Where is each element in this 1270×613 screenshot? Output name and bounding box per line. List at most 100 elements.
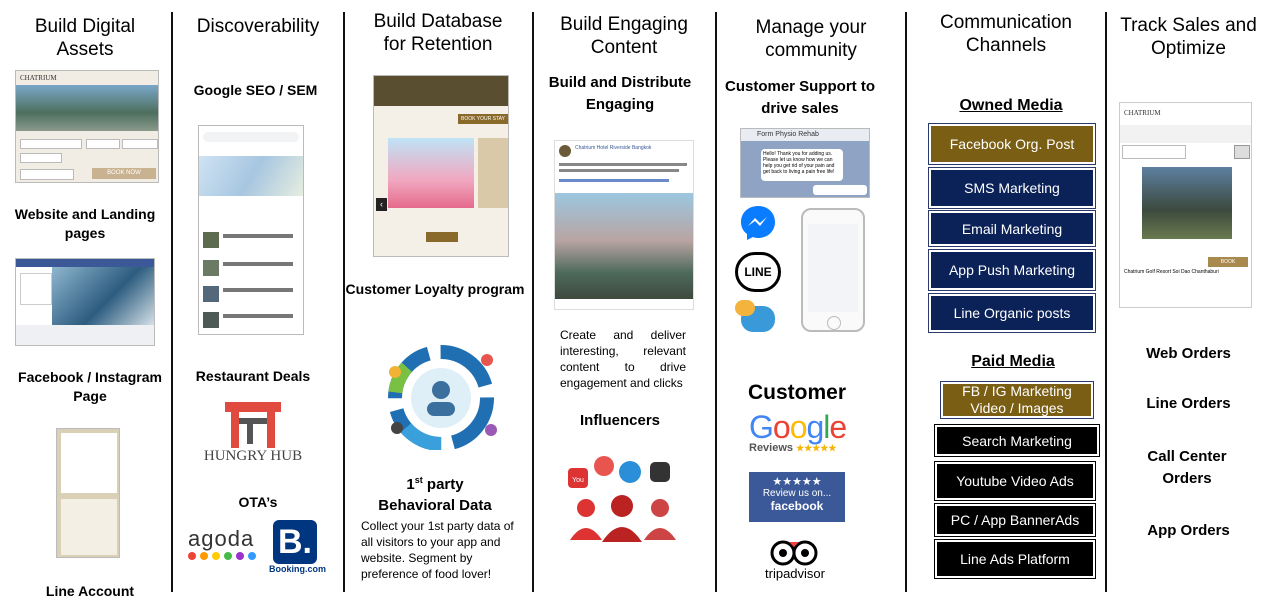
drink-photo [388, 138, 474, 208]
discount-code-field[interactable] [20, 169, 74, 180]
divider-2 [343, 12, 345, 592]
chat-header: Form Physio Rehab [741, 129, 869, 141]
map-view[interactable] [199, 156, 303, 196]
paid-media-heading: Paid Media [971, 353, 1055, 370]
google-maps-screenshot[interactable] [198, 125, 304, 335]
listing-text [223, 234, 293, 238]
order-line: Line Orders [1146, 395, 1231, 412]
line-rich-menu[interactable] [61, 499, 117, 555]
book-stay-button[interactable]: BOOK YOUR STAY [458, 114, 508, 124]
sort-select[interactable] [1122, 145, 1186, 159]
webchat-bubble-icon [735, 300, 755, 316]
column-manage-community: Manage your community Customer Support t… [717, 0, 905, 613]
line-icon-text: LINE [744, 265, 772, 279]
redeem-button[interactable] [426, 232, 458, 242]
phone-screen [808, 224, 858, 312]
carousel-prev-icon[interactable]: ‹ [376, 198, 387, 211]
paid-item-pc-app-banner-ads: PC / App BannerAds [934, 503, 1096, 537]
book-button[interactable]: BOOK [1208, 257, 1248, 267]
filter-bar[interactable] [1120, 125, 1251, 143]
behavioral-data-wheel-icon [388, 345, 497, 450]
stars-icon: ★★★★★ [796, 443, 837, 453]
divider-1 [171, 12, 173, 592]
listing-text [223, 288, 293, 292]
ota-label: OTA’s [238, 494, 278, 510]
hotel-photo [16, 85, 158, 131]
line-chat-screenshot[interactable]: Form Physio Rehab Hello! Thank you for a… [740, 128, 870, 198]
chat-message: Hello! Thank you for adding us. Please l… [761, 149, 843, 181]
listing-text [223, 262, 293, 266]
loyalty-label: Customer Loyalty program [345, 281, 525, 297]
column-title: Build Digital Assets [34, 16, 136, 60]
title-part: Behavioral Data [378, 497, 492, 514]
line-account-screenshot[interactable] [56, 428, 120, 558]
restaurant-label: Restaurant Deals [195, 368, 311, 384]
grid-view-icon[interactable] [1234, 145, 1250, 159]
booking-wordmark: Booking.com [269, 564, 327, 574]
facebook-top-bar [16, 259, 154, 267]
booking-site-screenshot[interactable]: CHATRIUM BOOK Chatrium Golf Resort Soi D… [1119, 102, 1252, 308]
owned-media-heading: Owned Media [959, 97, 1063, 114]
paid-item-youtube-video-ads: Youtube Video Ads [934, 461, 1096, 501]
rooms-field[interactable] [20, 153, 62, 163]
divider-3 [532, 12, 534, 592]
post-photo [555, 193, 693, 299]
tripadvisor-owl-icon [770, 540, 818, 566]
behavioral-data-title: 1st party Behavioral Data [345, 470, 525, 516]
content-description: Create and deliver interesting, relevant… [560, 328, 686, 390]
owned-item-line-organic-posts: Line Organic posts [928, 293, 1096, 333]
food-photo [478, 138, 508, 208]
facebook-page-screenshot[interactable] [15, 258, 155, 346]
column-discoverability: Discoverability Google SEO / SEM Restaur… [173, 0, 343, 613]
title-sup: st [414, 475, 423, 485]
website-screenshot[interactable]: CHATRIUM BOOK NOW [15, 70, 159, 183]
google-wordmark: Google [749, 409, 847, 445]
reviews-text: Reviews [749, 442, 794, 454]
owned-item-email-marketing: Email Marketing [928, 210, 1096, 247]
select-hotel-field[interactable] [20, 139, 82, 149]
agoda-wordmark: agoda [188, 526, 255, 551]
title-part: 1 [406, 476, 415, 493]
booking-b-icon: B. [273, 520, 317, 564]
messenger-icon[interactable] [739, 204, 777, 242]
facebook-post-screenshot[interactable]: Chatrium Hotel Riverside Bangkok [554, 140, 694, 310]
book-now-button[interactable]: BOOK NOW [92, 168, 156, 179]
column-title: Communication Channels [940, 12, 1072, 56]
search-bar[interactable] [203, 132, 299, 142]
column-title: Build Engaging Content [560, 14, 688, 58]
checkin-field[interactable] [86, 139, 120, 149]
loyalty-app-banner[interactable]: BOOK YOUR STAY ‹ [373, 75, 509, 257]
seo-label: Google SEO / SEM [193, 82, 318, 98]
listing-thumb [203, 260, 219, 276]
hotel-name[interactable]: Chatrium Golf Resort Soi Dao Chanthaburi [1124, 269, 1219, 275]
column-build-engaging-content: Build Engaging Content Build and Distrib… [534, 0, 714, 613]
facebook-review-badge[interactable]: ★★★★★ Review us on... facebook [749, 472, 845, 522]
checkout-field[interactable] [122, 139, 158, 149]
phone-mockup [801, 208, 865, 332]
line-message-bubble [61, 433, 117, 493]
hungry-hub-text: HUNGRY HUB [203, 448, 303, 464]
app-header [374, 76, 508, 106]
support-subtitle: Customer Support to drive sales [725, 78, 875, 117]
divider-5 [905, 12, 907, 592]
google-reviews-logo[interactable]: Google Reviews ★★★★★ [749, 410, 863, 454]
booking-logo[interactable]: B. Booking.com [269, 520, 327, 574]
customer-reviews-title: Customer [747, 381, 847, 404]
page-avatar [20, 273, 52, 305]
order-call-center: Call Center Orders [1147, 448, 1227, 487]
order-app: App Orders [1147, 522, 1230, 539]
chat-reply-button[interactable] [813, 185, 867, 195]
website-label: Website and Landing pages [14, 206, 156, 241]
post-text-line [559, 169, 679, 172]
post-avatar [559, 145, 571, 157]
listing-thumb [203, 286, 219, 302]
agoda-logo[interactable]: agoda [188, 528, 258, 560]
listing-thumb [203, 232, 219, 248]
line-icon[interactable]: LINE [735, 252, 781, 292]
column-track-sales: Track Sales and Optimize CHATRIUM BOOK C… [1107, 0, 1270, 613]
listing-thumb [203, 312, 219, 328]
column-title: Track Sales and Optimize [1120, 15, 1257, 59]
cover-photo [52, 267, 154, 325]
post-author[interactable]: Chatrium Hotel Riverside Bangkok [575, 145, 652, 151]
column-title: Build Database for Retention [373, 11, 503, 55]
